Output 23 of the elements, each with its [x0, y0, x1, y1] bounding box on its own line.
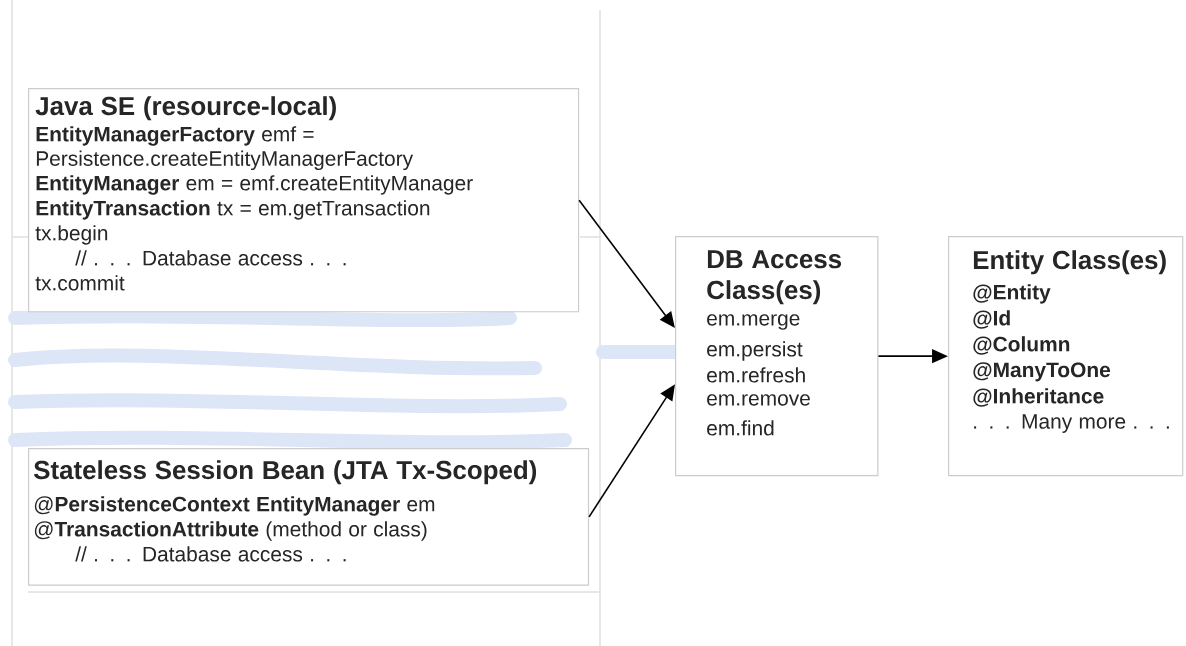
- code-line: @TransactionAttribute (method or class): [34, 521, 427, 541]
- code-line: @PersistenceContext EntityManager em: [34, 496, 435, 516]
- code-line: em.persist: [707, 341, 803, 361]
- annotation-line: @Id: [973, 310, 1010, 329]
- annotation-line: @Column: [973, 336, 1070, 355]
- annotation-line: @Entity: [973, 284, 1051, 304]
- code-line: em.find: [707, 420, 774, 436]
- code-line: em.merge: [707, 314, 800, 330]
- code-line: // . . . Database access . . .: [75, 546, 346, 562]
- box-heading: DB Access Class(es): [707, 250, 842, 305]
- code-line: EntityTransaction tx = em.getTransaction: [36, 200, 430, 220]
- code-line: em.remove: [707, 394, 810, 406]
- code-line: EntityManager em = emf.createEntityManager: [36, 175, 473, 195]
- code-line: // . . . Database access . . .: [75, 250, 346, 266]
- box-heading: Java SE (resource-local): [35, 96, 336, 121]
- code-line: tx.commit: [35, 275, 125, 291]
- box-heading: Entity Class(es): [973, 250, 1166, 275]
- code-line: . . . Many more . . .: [974, 414, 1169, 433]
- code-line: em.refresh: [707, 367, 805, 383]
- annotation-line: @Inheritance: [973, 388, 1104, 407]
- code-line: tx.begin: [35, 225, 108, 245]
- annotation-line: @ManyToOne: [973, 362, 1111, 382]
- box-heading: Stateless Session Bean (JTA Tx-Scoped): [33, 460, 537, 485]
